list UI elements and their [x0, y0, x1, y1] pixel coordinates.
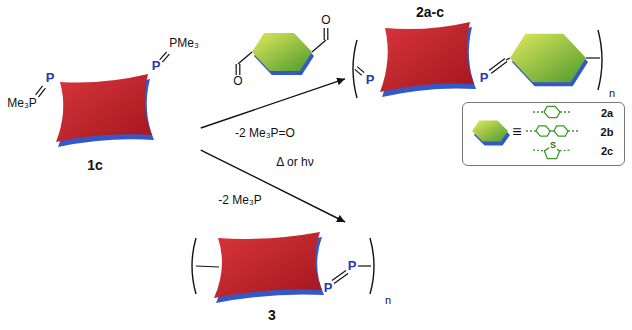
benzene-ring [544, 106, 560, 117]
reaction-arrow [201, 150, 345, 222]
biaryl-bond [550, 130, 554, 131]
attachment-bond [560, 149, 571, 151]
phosphorus-atom: P [480, 71, 489, 85]
aromatic-core [380, 22, 474, 92]
bond-line [236, 64, 237, 75]
bond-line [324, 28, 325, 40]
bond-line [239, 64, 240, 75]
spacer-ring [252, 33, 312, 71]
benzene-ring [536, 126, 550, 136]
bond-line [355, 69, 362, 75]
attachment-bond [533, 111, 544, 112]
attachment-bond [560, 111, 572, 112]
sulfur-atom: S [549, 141, 557, 151]
oxygen-atom: O [321, 14, 330, 27]
reaction-condition: Δ or hν [274, 156, 315, 169]
phosphorus-atom: P [46, 71, 55, 85]
bond-line [332, 271, 346, 281]
polymer-bracket [353, 40, 357, 98]
attachment-bond [533, 149, 544, 151]
polymer-bracket [370, 238, 374, 294]
spacer-key-box: ≡ 2a 2b 2c S [462, 102, 625, 166]
compound-number: 3 [268, 308, 276, 323]
bond-line [506, 58, 510, 60]
reaction-condition: -2 Me₃P=O [233, 127, 297, 140]
polymer-bracket [192, 238, 196, 294]
bond-line [162, 54, 169, 62]
monomer-1c: 1cMe₃PPPPMe₃ [4, 45, 201, 180]
oxygen-atom: O [233, 75, 242, 88]
equivalence-sign: ≡ [512, 123, 521, 141]
phosphorus-atom: P [366, 73, 375, 87]
repeat-index: n [609, 87, 615, 99]
compound-number: 2a-c [416, 5, 444, 20]
compound-number: 2b [601, 126, 614, 138]
attachment-bond [568, 130, 579, 131]
compound-number: 2c [601, 145, 613, 157]
reaction-arrow [201, 79, 345, 128]
bond-line [586, 57, 600, 58]
bond-line [312, 40, 326, 52]
benzene-ring [554, 126, 568, 136]
spacer-ring [510, 34, 586, 82]
aromatic-core [56, 74, 152, 142]
bond-line [358, 265, 371, 266]
attachment-bond [526, 130, 536, 131]
phosphine-group: Me₃P [7, 97, 37, 110]
phosphine-group: PMe₃ [169, 37, 199, 50]
repeat-index: n [385, 294, 391, 306]
polymer-3: 3 P Pn [170, 222, 400, 326]
bond-line [238, 52, 252, 64]
polymer-2ac: 2a-cP Pn [345, 2, 625, 101]
bond-line [38, 88, 45, 97]
phosphorus-atom: P [324, 281, 333, 295]
phosphorus-atom: P [152, 59, 161, 73]
bond-line [334, 273, 348, 283]
phosphorus-atom: P [348, 259, 357, 273]
aromatic-core [214, 232, 322, 298]
compound-number: 2a [601, 107, 613, 119]
bond-line [491, 61, 507, 73]
byproduct-label: -2 Me₃P [216, 194, 264, 207]
spacer-ring [472, 121, 508, 142]
polymer-bracket [598, 30, 602, 90]
bond-line [196, 266, 219, 267]
bond-line [327, 28, 328, 40]
compound-number: 1c [87, 158, 103, 173]
